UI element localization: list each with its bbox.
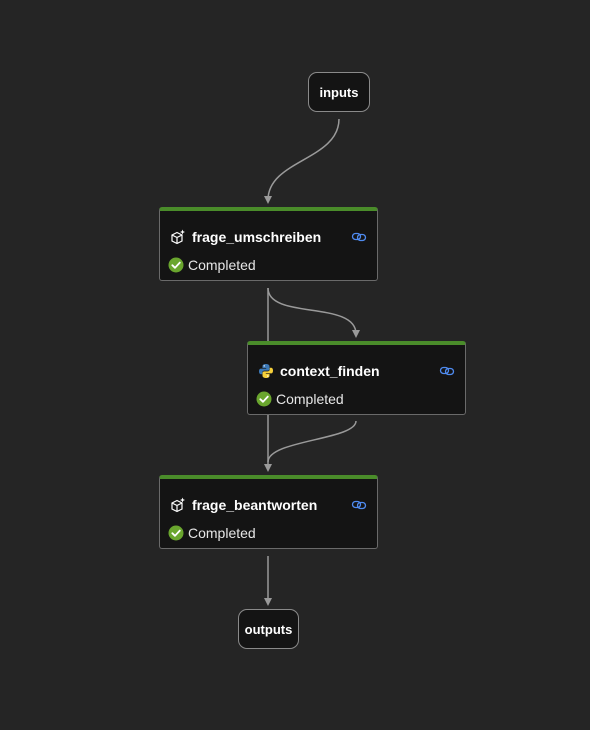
status-text: Completed xyxy=(188,525,256,541)
python-icon xyxy=(258,363,274,379)
step-title: frage_umschreiben xyxy=(192,229,322,245)
llm-sparkle-icon xyxy=(170,497,186,513)
outputs-node-label: outputs xyxy=(244,621,293,637)
link-icon[interactable] xyxy=(351,497,367,513)
edge-context-finden-to-frage-beantworten xyxy=(267,420,357,463)
step-title: frage_beantworten xyxy=(192,497,318,513)
status-text: Completed xyxy=(188,257,256,273)
link-icon[interactable] xyxy=(439,363,455,379)
link-icon[interactable] xyxy=(351,229,367,245)
step-title: context_finden xyxy=(280,363,380,379)
step-node-frage-beantworten[interactable]: frage_beantworten Completed xyxy=(159,475,378,549)
llm-sparkle-icon xyxy=(170,229,186,245)
inputs-node-label: inputs xyxy=(319,84,359,100)
status-row: Completed xyxy=(168,525,256,541)
step-node-context-finden[interactable]: context_finden Completed xyxy=(247,341,466,415)
inputs-node[interactable]: inputs xyxy=(308,72,370,112)
outputs-node[interactable]: outputs xyxy=(238,609,299,649)
edge-inputs-to-frage-umschreiben xyxy=(264,118,340,204)
status-row: Completed xyxy=(168,257,256,273)
edge-frage-umschreiben-to-context-finden xyxy=(267,287,360,338)
completed-check-icon xyxy=(256,391,272,407)
step-node-frage-umschreiben[interactable]: frage_umschreiben Completed xyxy=(159,207,378,281)
completed-check-icon xyxy=(168,257,184,273)
status-text: Completed xyxy=(276,391,344,407)
status-row: Completed xyxy=(256,391,344,407)
completed-check-icon xyxy=(168,525,184,541)
